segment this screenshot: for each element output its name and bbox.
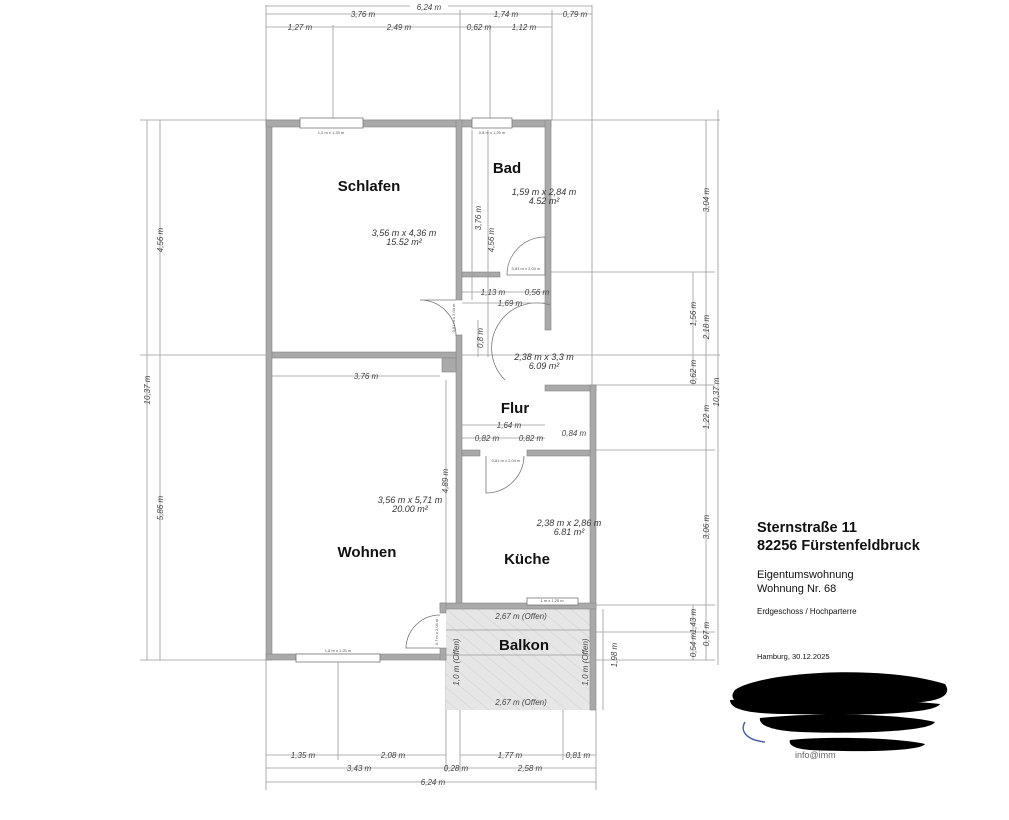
dim-inner: 4,89 m — [441, 468, 450, 493]
dim-right: 1,43 m — [689, 608, 698, 633]
dim-right: 2,18 m — [702, 314, 711, 340]
dim-left: 4,56 m — [156, 227, 165, 252]
room-size: 2,38 m x 3,3 m — [513, 352, 574, 362]
balcony-area — [446, 609, 590, 710]
floor-level: Erdgeschoss / Hochparterre — [757, 607, 857, 616]
dim-bottom: 1,77 m — [498, 751, 523, 760]
window-label: 1 m x 1,25 m — [540, 598, 564, 603]
dim-inner: 3,76 m — [354, 372, 379, 381]
window — [295, 653, 381, 663]
door-label: 0,81 m x 2,04 m — [492, 458, 521, 463]
door-schlafen — [419, 299, 457, 337]
dimension-lines-right — [692, 120, 707, 660]
room-size: 2,38 m x 2,86 m — [536, 518, 602, 528]
dim-bottom-total: 6,24 m — [421, 778, 446, 787]
address-city: 82256 Fürstenfeldbruck — [757, 538, 920, 554]
balcony-dim: 1,0 m (Offen) — [452, 638, 461, 685]
room-area: 4.52 m² — [529, 196, 561, 206]
dim-top: 1,12 m — [512, 23, 537, 32]
dim-inner: 0,82 m — [475, 434, 500, 443]
window — [299, 117, 364, 129]
dim-left-total: 10,37 m — [143, 375, 152, 404]
place-date: Hamburg, 30.12.2025 — [757, 652, 830, 661]
dim-right: 3,06 m — [702, 514, 711, 539]
balcony-dim: 1,0 m (Offen) — [581, 638, 590, 685]
dim-right: 0,62 m — [689, 359, 698, 384]
property-type: Eigentumswohnung — [757, 569, 854, 581]
redaction-marks: info@imm — [730, 672, 948, 760]
dim-inner: 0,56 m — [525, 288, 550, 297]
address-street: Sternstraße 11 — [757, 520, 857, 536]
room-area: 6.09 m² — [529, 361, 561, 371]
dim-top: 3,76 m — [351, 10, 376, 19]
door-label: 0,81 m x 2,04 m — [451, 303, 456, 332]
contact-partial: info@imm — [795, 750, 836, 760]
dim-bottom: 2,08 m — [380, 751, 406, 760]
dim-inner: 0,84 m — [562, 429, 587, 438]
dim-top: 1,27 m — [288, 23, 313, 32]
door-bad — [506, 236, 546, 276]
room-size: 3,56 m x 4,36 m — [372, 228, 437, 238]
window — [526, 597, 579, 606]
dim-top: 1,74 m — [494, 10, 519, 19]
door-kueche — [485, 455, 525, 494]
dim-bottom: 0,28 m — [444, 764, 469, 773]
room-area: 15.52 m² — [386, 237, 423, 247]
dim-inner: 1,64 m — [497, 421, 522, 430]
dim-bottom: 1,35 m — [291, 751, 316, 760]
dim-inner: 0,82 m — [519, 434, 544, 443]
dim-bottom: 3,43 m — [347, 764, 372, 773]
room-name-balkon: Balkon — [499, 637, 549, 654]
dim-top: 0,79 m — [563, 10, 588, 19]
dim-right: 1,56 m — [689, 301, 698, 326]
dim-left: 5,86 m — [156, 495, 165, 520]
room-name-wohnen: Wohnen — [338, 544, 397, 561]
dim-top: 2,49 m — [386, 23, 412, 32]
room-size: 3,56 m x 5,71 m — [378, 495, 443, 505]
window-label: 1,6 m x 1,25 m — [325, 648, 352, 653]
dim-inner: 1,13 m — [481, 288, 506, 297]
room-area: 20.00 m² — [391, 504, 429, 514]
unit-number: Wohnung Nr. 68 — [757, 583, 837, 595]
door-wohnen — [405, 614, 441, 649]
dim-inner: 4,56 m — [487, 227, 496, 252]
door-label: 0,7 m x 2,04 m — [434, 618, 439, 645]
dim-right-total: 10,37 m — [712, 377, 721, 406]
dim-top: 0,62 m — [467, 23, 492, 32]
dim-right: 1,22 m — [702, 404, 711, 429]
guide-lines — [140, 5, 720, 790]
room-area: 6.81 m² — [554, 527, 586, 537]
balcony-dim: 2,67 m (Offen) — [494, 698, 547, 707]
dim-right: 3,04 m — [702, 187, 711, 212]
dim-bottom: 2,58 m — [517, 764, 543, 773]
dim-inner: 0,8 m — [476, 328, 485, 348]
dim-top-total: 6,24 m — [417, 3, 442, 12]
room-size: 1,59 m x 2,84 m — [512, 187, 577, 197]
room-name-kueche: Küche — [504, 551, 550, 568]
window-label: 0,8 m x 1,25 m — [479, 130, 506, 135]
inner-dimension-lines — [272, 130, 604, 710]
room-name-schlafen: Schlafen — [338, 178, 401, 195]
window — [471, 117, 513, 129]
room-name-flur: Flur — [501, 400, 529, 417]
window-label: 1,2 m x 1,25 m — [318, 130, 345, 135]
door-label: 0,81 m x 2,04 m — [512, 266, 541, 271]
dim-inner: 1,98 m — [610, 642, 619, 667]
balcony-dim: 2,67 m (Offen) — [494, 612, 547, 621]
dimension-lines-top — [266, 5, 592, 28]
dim-inner: 1,69 m — [498, 299, 523, 308]
dim-inner: 3,76 m — [474, 205, 483, 230]
room-name-bad: Bad — [493, 160, 521, 177]
dimension-lines-left — [146, 120, 161, 660]
dim-bottom: 0,81 m — [566, 751, 591, 760]
dimension-lines-bottom — [266, 754, 596, 783]
dim-right: 0,97 m — [702, 621, 711, 646]
dim-right: 0,54 m — [689, 632, 698, 657]
